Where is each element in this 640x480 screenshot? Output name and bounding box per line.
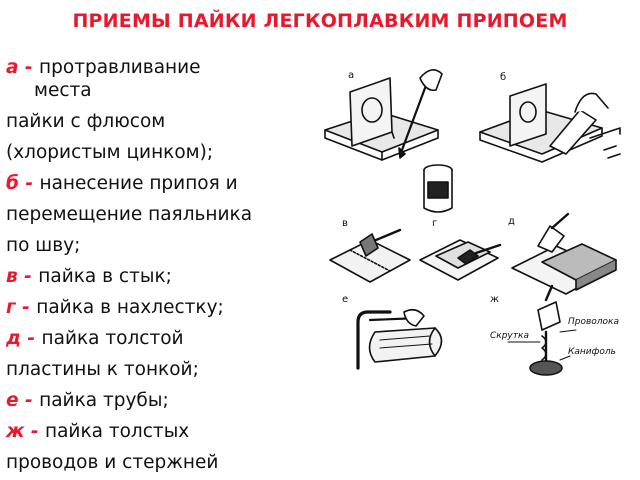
soldering-iron-shape	[537, 301, 561, 331]
thick-plate-edge-shape	[575, 259, 617, 291]
vertical-plate-shape	[509, 83, 547, 147]
item-e: е - пайка трубы;	[6, 385, 326, 416]
figure-label-d: д	[508, 216, 515, 227]
item-g: г - пайка в нахлестку;	[6, 292, 326, 323]
figure-label-v: в	[342, 218, 348, 229]
item-b: б - нанесение припоя и	[6, 168, 326, 199]
technique-list: а - протравливание места пайки с флюсом …	[6, 52, 326, 478]
hole-shape	[361, 97, 383, 123]
jar-label-shape	[427, 181, 449, 199]
item-key: ж -	[6, 421, 45, 442]
item-text: пайка в нахлестку;	[36, 297, 224, 318]
stand-shape	[356, 310, 392, 370]
item-key: г -	[6, 297, 37, 318]
item-v: в - пайка в стык;	[6, 261, 326, 292]
solder-stick-shape	[603, 145, 621, 159]
item-continuation: (хлористым цинком);	[6, 142, 214, 163]
annotation-kanifol: Канифоль	[568, 347, 616, 357]
page-title: ПРИЕМЫ ПАЙКИ ЛЕГКОПЛАВКИМ ПРИПОЕМ	[72, 10, 568, 32]
figure-label-a: а	[348, 70, 354, 81]
figure-e: е	[342, 294, 443, 370]
seam-shape	[391, 131, 395, 139]
item-text: пайка трубы;	[39, 390, 169, 411]
iron-handle-shape	[374, 228, 402, 242]
soldering-illustrations: а б	[320, 50, 635, 430]
figure-g: г	[419, 218, 502, 281]
iron-handle-shape	[544, 284, 554, 302]
item-continuation: перемещение паяльника	[6, 204, 253, 225]
figure-zh: ж Скрутка Проволока Канифоль	[490, 284, 619, 376]
item-continuation: пайки с флюсом	[6, 111, 166, 132]
iron-handle-shape	[550, 212, 570, 230]
item-text: пайка толстой	[41, 328, 184, 349]
item-key: д -	[6, 328, 42, 349]
twist-shape	[541, 335, 547, 361]
base-edge-shape	[324, 129, 383, 161]
illustrations-svg: а б	[324, 69, 621, 376]
brush-handle-shape	[400, 78, 430, 152]
hand-shape	[403, 308, 425, 327]
leader-line-shape	[559, 355, 571, 361]
item-continuation: проводов и стержней	[6, 452, 219, 473]
figure-b: б	[479, 72, 621, 163]
figure-label-b: б	[500, 72, 506, 83]
figure-label-zh: ж	[490, 294, 499, 305]
annotation-provoloka: Проволока	[568, 317, 619, 327]
annotation-skrutka: Скрутка	[490, 331, 529, 341]
figure-label-e: е	[342, 294, 348, 305]
brush-tip-shape	[398, 147, 406, 159]
pipe-end-shape	[428, 327, 436, 357]
figure-a: а	[324, 69, 443, 161]
figure-v: в	[329, 218, 411, 283]
iron-handle-shape	[474, 243, 502, 255]
item-text: протравливание	[39, 57, 201, 78]
item-text: нанесение припоя и	[39, 173, 238, 194]
item-key: в -	[6, 266, 39, 287]
item-d: д - пайка толстой	[6, 323, 326, 354]
pipe-shading-shape	[379, 335, 433, 349]
soldering-iron-shape	[549, 109, 597, 155]
figure-d: д	[508, 212, 617, 295]
soldering-iron-shape	[537, 225, 565, 253]
hand-shape	[574, 92, 609, 113]
item-continuation: пластины к тонкой;	[6, 359, 199, 380]
leader-line-shape	[559, 329, 577, 333]
item-text: пайка толстых	[44, 421, 190, 442]
flux-jar	[423, 164, 453, 213]
item-text: пайка в стык;	[38, 266, 172, 287]
item-a: а - протравливание	[6, 52, 326, 83]
hole-shape	[519, 101, 537, 123]
item-continuation: места	[34, 80, 92, 101]
wire-shape	[589, 127, 621, 139]
hand-shape	[419, 69, 443, 92]
butt-seam-shape	[349, 249, 391, 272]
item-continuation: по шву;	[6, 235, 81, 256]
pipe-shape	[368, 327, 443, 363]
item-key: б -	[6, 173, 40, 194]
iron-tip-shape	[457, 249, 479, 265]
item-key: а -	[6, 57, 40, 78]
rosin-drop-shape	[529, 360, 563, 376]
figure-label-g: г	[432, 218, 437, 229]
item-zh: ж - пайка толстых	[6, 416, 326, 447]
item-key: е -	[6, 390, 40, 411]
iron-tip-shape	[359, 233, 379, 257]
